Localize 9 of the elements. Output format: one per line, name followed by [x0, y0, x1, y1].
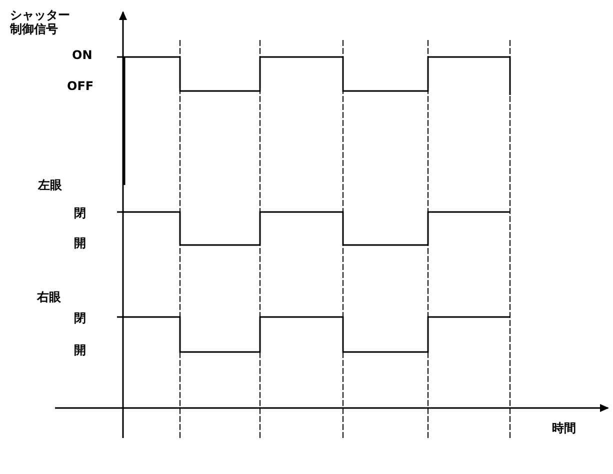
level-label: 開	[74, 236, 86, 250]
level-label: OFF	[67, 79, 94, 93]
level-label: 開	[74, 343, 86, 357]
level-label: 閉	[74, 206, 86, 220]
level-label: ON	[72, 48, 92, 62]
level-label: 閉	[74, 311, 86, 325]
row-title: 左眼	[38, 178, 62, 192]
axis-title: 時間	[552, 421, 576, 435]
row-title: 右眼	[37, 290, 61, 304]
